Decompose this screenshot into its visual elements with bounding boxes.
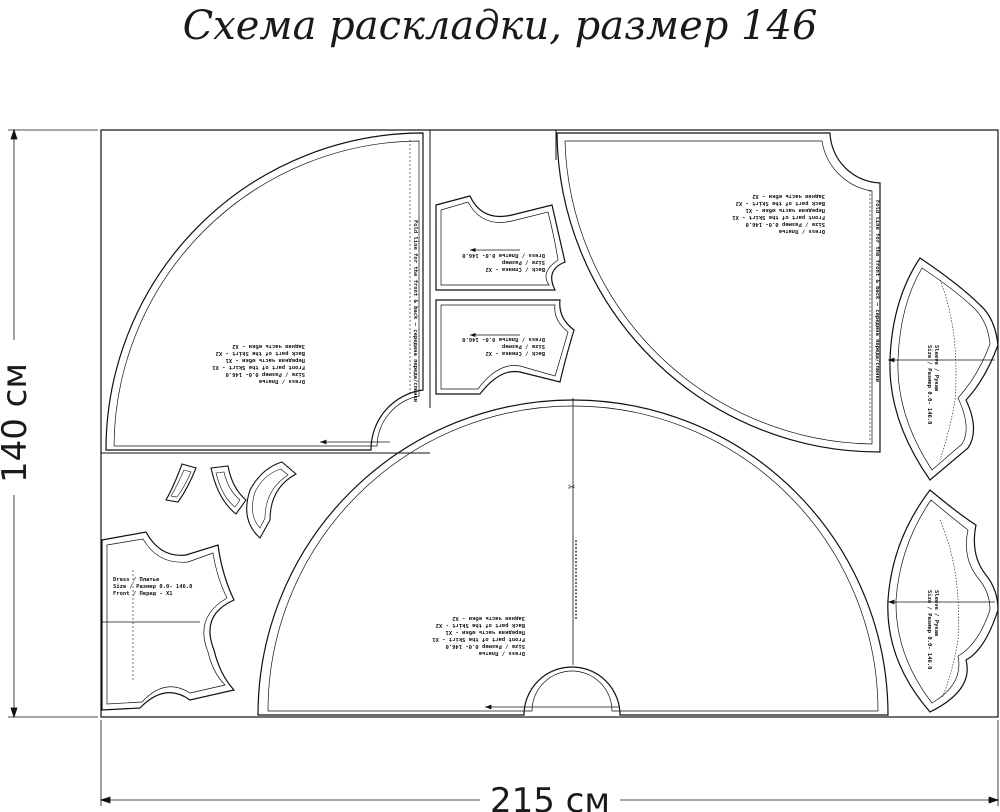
svg-text:Size / Размер 0.0- 146.0: Size / Размер 0.0- 146.0 [746, 221, 825, 227]
svg-text:Size / Размер 0.0- 146.0: Size / Размер 0.0- 146.0 [926, 345, 932, 424]
svg-text:Задняя часть юбки - X2: Задняя часть юбки - X2 [232, 343, 305, 350]
width-dimension [99, 720, 1000, 806]
svg-text:Front / Перед - X1: Front / Перед - X1 [113, 591, 173, 597]
facing-piece-2 [210, 465, 247, 515]
skirt-piece-top-right [556, 132, 881, 453]
svg-text:Back / Спинка - X2: Back / Спинка - X2 [485, 350, 545, 356]
skirt-piece-bottom: ✂ [257, 398, 889, 716]
skirt-label-bottom: Dress / Платье Size / Размер 0.0- 146.0 … [432, 615, 525, 656]
svg-text:Size / Размер 0.0- 146.0: Size / Размер 0.0- 146.0 [226, 371, 305, 377]
svg-text:Size / Размер: Size / Размер [501, 259, 545, 265]
svg-text:Dress / Платье 0.0- 146.0: Dress / Платье 0.0- 146.0 [462, 252, 545, 258]
svg-text:Dress / Платье 0.0- 146.0: Dress / Платье 0.0- 146.0 [462, 336, 545, 342]
height-label: 140 см [0, 363, 35, 483]
svg-text:Size / Размер: Size / Размер [501, 343, 545, 349]
page-title: Схема раскладки, размер 146 [182, 3, 818, 49]
svg-text:Front part of the Skirt - X1: Front part of the Skirt - X1 [432, 636, 525, 642]
svg-text:Back / Спинка - X2: Back / Спинка - X2 [485, 266, 545, 272]
fold-note-right: Fold line for the front & back — середин… [874, 200, 880, 382]
svg-text:Передняя часть юбки - X1: Передняя часть юбки - X1 [445, 629, 525, 636]
svg-text:Front part of the Skirt - X1: Front part of the Skirt - X1 [732, 214, 825, 220]
facing-piece-3 [246, 461, 297, 539]
svg-text:Задняя часть юбки - X2: Задняя часть юбки - X2 [752, 193, 825, 200]
svg-text:Front part of the Skirt - X1: Front part of the Skirt - X1 [212, 364, 305, 370]
sleeve-label-1: Sleeve / Рукав Size / Размер 0.0- 146.0 [926, 345, 939, 424]
sleeve-piece-1 [888, 257, 999, 481]
svg-text:Size / Размер 0.0- 146.0: Size / Размер 0.0- 146.0 [446, 643, 525, 649]
skirt-piece-top-left [105, 132, 424, 451]
fold-note-left: Fold line for the front & back — середин… [412, 220, 418, 402]
height-dimension [8, 128, 98, 719]
svg-text:Sleeve / Рукав: Sleeve / Рукав [933, 345, 939, 391]
sleeve-label-2: Sleeve / Рукав Size / Размер 0.0- 146.0 [926, 590, 939, 669]
svg-text:Back part of the Skirt - X2: Back part of the Skirt - X2 [436, 622, 525, 628]
svg-text:Задняя часть юбки - X2: Задняя часть юбки - X2 [452, 615, 525, 622]
front-piece-label: Dress / Платье Size / Размер 0.0- 146.0 … [113, 577, 192, 597]
sleeve-piece-2 [887, 489, 999, 713]
back-bodice-piece-2 [435, 299, 575, 395]
back-piece-label-2: Back / Спинка - X2 Size / Размер Dress /… [462, 336, 545, 356]
skirt-label-top-left: Dress / Платье Size / Размер 0.0- 146.0 … [212, 343, 305, 384]
svg-text:Size / Размер 0.0- 146.0: Size / Размер 0.0- 146.0 [113, 584, 192, 590]
svg-text:Dress / Платье: Dress / Платье [478, 650, 525, 656]
svg-text:Back part of the Skirt - X2: Back part of the Skirt - X2 [216, 350, 305, 356]
front-bodice-piece [101, 531, 236, 711]
skirt-label-top-right: Dress / Платье Size / Размер 0.0- 146.0 … [732, 193, 825, 234]
svg-text:Sleeve / Рукав: Sleeve / Рукав [933, 590, 939, 636]
fabric-dividers [101, 130, 557, 454]
svg-text:Передняя часть юбки - X1: Передняя часть юбки - X1 [225, 357, 305, 364]
svg-text:Dress / Платье: Dress / Платье [258, 378, 305, 384]
back-bodice-piece-1 [435, 195, 566, 291]
svg-text:Dress / Платье: Dress / Платье [113, 577, 160, 583]
svg-text:Size / Размер 0.0- 146.0: Size / Размер 0.0- 146.0 [926, 590, 932, 669]
svg-text:Back part of the Skirt - X2: Back part of the Skirt - X2 [736, 200, 825, 206]
width-label: 215 см [490, 781, 610, 812]
svg-text:Dress / Платье: Dress / Платье [778, 228, 825, 234]
svg-text:Передняя часть юбки - X1: Передняя часть юбки - X1 [745, 207, 825, 214]
back-piece-label-1: Back / Спинка - X2 Size / Размер Dress /… [462, 252, 545, 272]
svg-text:✂: ✂ [568, 483, 576, 493]
fabric-boundary [100, 129, 999, 718]
facing-piece-1 [165, 463, 197, 503]
